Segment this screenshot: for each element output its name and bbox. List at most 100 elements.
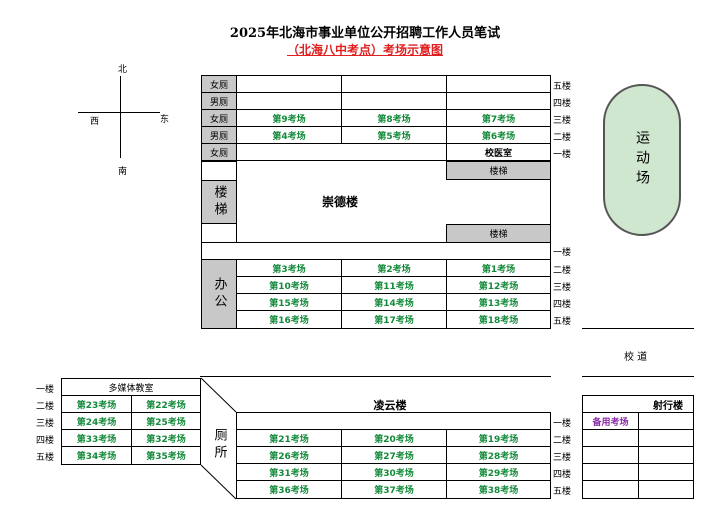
exam-room-21: 第21考场 bbox=[236, 429, 342, 447]
floor-label-b3f: 三楼 bbox=[553, 283, 572, 293]
floor-label-5f: 五楼 bbox=[553, 82, 572, 92]
exam-room-34: 第34考场 bbox=[61, 446, 132, 465]
exam-room-14: 第14考场 bbox=[341, 293, 447, 311]
exam-room-22: 第22考场 bbox=[131, 395, 201, 413]
exam-room-30: 第30考场 bbox=[341, 463, 447, 481]
exam-room-16: 第16考场 bbox=[236, 310, 342, 329]
room-5f-a bbox=[236, 75, 342, 93]
room-4f-c bbox=[446, 92, 551, 110]
shexing-building: 射行楼 bbox=[582, 395, 694, 413]
room-4f-a bbox=[236, 92, 342, 110]
compass-north: 北 bbox=[118, 65, 128, 75]
lingyun-building-name: 凌云楼 bbox=[373, 399, 407, 412]
exam-room-5: 第5考场 bbox=[341, 126, 447, 144]
toilet-female-3f: 女厕 bbox=[201, 109, 237, 127]
lingyun-1f bbox=[236, 412, 551, 430]
floor-label-b2f: 二楼 bbox=[553, 266, 572, 276]
exam-room-31: 第31考场 bbox=[236, 463, 342, 481]
compass-east: 东 bbox=[160, 115, 170, 125]
playground-label: 运动场 bbox=[634, 130, 650, 190]
left-blank bbox=[201, 161, 237, 181]
ly-floor-5f: 五楼 bbox=[553, 487, 572, 497]
stairs-upper-right: 楼梯 bbox=[446, 161, 551, 180]
shexing-room-5a bbox=[582, 480, 639, 499]
compass-vertical-line bbox=[120, 76, 121, 158]
compass-south: 南 bbox=[118, 167, 128, 177]
stairs-left: 楼梯 bbox=[201, 180, 237, 224]
floor-label-4f: 四楼 bbox=[553, 99, 572, 109]
exam-room-33: 第33考场 bbox=[61, 429, 132, 447]
school-road-label: 校 道 bbox=[624, 352, 648, 363]
floor-label-b1f: 一楼 bbox=[553, 248, 572, 258]
shexing-room-5b bbox=[638, 480, 694, 499]
floor-label-3f: 三楼 bbox=[553, 116, 572, 126]
exam-room-29: 第29考场 bbox=[446, 463, 551, 481]
exam-room-26: 第26考场 bbox=[236, 446, 342, 464]
exam-room-9: 第9考场 bbox=[236, 109, 342, 127]
floor-label-1f: 一楼 bbox=[553, 150, 572, 160]
mm-floor-4f: 四楼 bbox=[36, 436, 55, 446]
ground-floor-corridor bbox=[201, 242, 551, 260]
chongde-building-name: 崇德楼 bbox=[321, 194, 358, 209]
toilet-male-2f: 男厕 bbox=[201, 126, 237, 144]
room-1f-ab bbox=[236, 143, 447, 161]
exam-room-3: 第3考场 bbox=[236, 259, 342, 277]
room-5f-c bbox=[446, 75, 551, 93]
exam-room-17: 第17考场 bbox=[341, 310, 447, 329]
shexing-room-2a bbox=[582, 429, 639, 447]
exam-room-32: 第32考场 bbox=[131, 429, 201, 447]
stairs-lower-right: 楼梯 bbox=[446, 224, 551, 243]
exam-room-6: 第6考场 bbox=[446, 126, 551, 144]
exam-room-10: 第10考场 bbox=[236, 276, 342, 294]
mm-floor-2f: 二楼 bbox=[36, 402, 55, 412]
shexing-room-1b bbox=[638, 412, 694, 430]
room-5f-b bbox=[341, 75, 447, 93]
connector-lines bbox=[200, 377, 237, 500]
mm-floor-5f: 五楼 bbox=[36, 453, 55, 463]
road-line-top bbox=[582, 328, 694, 329]
toilet-female-1f: 女厕 bbox=[201, 143, 237, 161]
shexing-room-2b bbox=[638, 429, 694, 447]
exam-room-12: 第12考场 bbox=[446, 276, 551, 294]
shexing-room-3b bbox=[638, 446, 694, 464]
toilet-female-5f: 女厕 bbox=[201, 75, 237, 93]
ly-floor-4f: 四楼 bbox=[553, 470, 572, 480]
page-subtitle: （北海八中考点）考场示意图 bbox=[286, 42, 443, 57]
exam-room-11: 第11考场 bbox=[341, 276, 447, 294]
backup-exam-room: 备用考场 bbox=[582, 412, 639, 430]
clinic-room: 校医室 bbox=[446, 143, 551, 161]
exam-room-7: 第7考场 bbox=[446, 109, 551, 127]
ly-floor-2f: 二楼 bbox=[553, 436, 572, 446]
page-title: 2025年北海市事业单位公开招聘工作人员笔试 bbox=[229, 25, 501, 41]
shexing-room-3a bbox=[582, 446, 639, 464]
road-line-bottom bbox=[582, 376, 694, 377]
exam-room-18: 第18考场 bbox=[446, 310, 551, 329]
toilet-male-4f: 男厕 bbox=[201, 92, 237, 110]
exam-room-28: 第28考场 bbox=[446, 446, 551, 464]
playground: 运动场 bbox=[603, 84, 681, 236]
exam-room-37: 第37考场 bbox=[341, 480, 447, 499]
mm-floor-3f: 三楼 bbox=[36, 419, 55, 429]
exam-room-8: 第8考场 bbox=[341, 109, 447, 127]
exam-room-23: 第23考场 bbox=[61, 395, 132, 413]
floor-label-2f: 二楼 bbox=[553, 133, 572, 143]
exam-room-20: 第20考场 bbox=[341, 429, 447, 447]
exam-room-38: 第38考场 bbox=[446, 480, 551, 499]
lingyun-toilet: 厕所 bbox=[211, 428, 227, 462]
exam-room-36: 第36考场 bbox=[236, 480, 342, 499]
compass-horizontal-line bbox=[78, 112, 160, 113]
compass-west: 西 bbox=[90, 117, 100, 127]
exam-room-15: 第15考场 bbox=[236, 293, 342, 311]
floor-label-b4f: 四楼 bbox=[553, 300, 572, 310]
room-4f-b bbox=[341, 92, 447, 110]
exam-room-35: 第35考场 bbox=[131, 446, 201, 465]
lingyun-top-line bbox=[200, 376, 551, 377]
exam-room-2: 第2考场 bbox=[341, 259, 447, 277]
shexing-room-4a bbox=[582, 463, 639, 481]
exam-room-25: 第25考场 bbox=[131, 412, 201, 430]
left-blank-2 bbox=[201, 223, 237, 243]
exam-room-19: 第19考场 bbox=[446, 429, 551, 447]
exam-room-27: 第27考场 bbox=[341, 446, 447, 464]
ly-floor-1f: 一楼 bbox=[553, 419, 572, 429]
